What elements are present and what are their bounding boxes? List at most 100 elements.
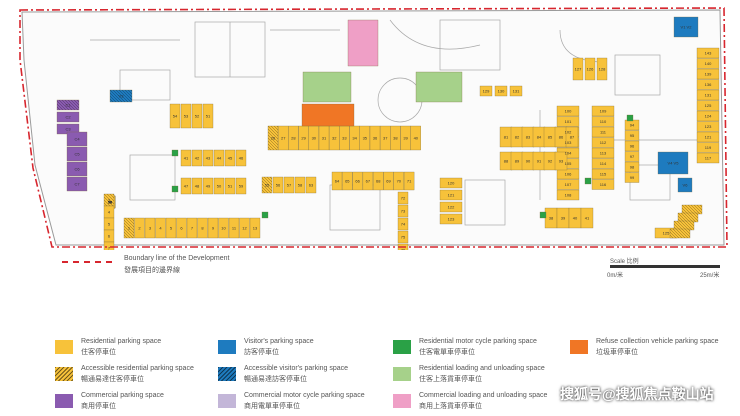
space-label: 12: [242, 226, 247, 231]
hatch-line: [684, 228, 691, 235]
residential-space: [696, 79, 720, 90]
residential-space: [272, 176, 284, 194]
hatch-line: [67, 99, 79, 111]
space-label: 7: [191, 226, 194, 231]
hatch-line: [115, 89, 129, 103]
residential-space: [439, 213, 463, 225]
space-label: 28: [291, 136, 296, 141]
space-label: 30: [312, 136, 317, 141]
space-label: 87: [570, 135, 575, 140]
residential-space: [202, 103, 214, 129]
space-label: 119: [705, 145, 712, 150]
space-label: 58: [108, 200, 113, 205]
residential-space: [342, 171, 353, 191]
space-label: 64: [335, 179, 340, 184]
space-label: 36: [373, 136, 378, 141]
residential-space: [624, 151, 640, 162]
legend-label-en: Commercial parking space: [81, 392, 164, 399]
space-label: C5: [74, 152, 80, 157]
space-label: 123: [448, 217, 455, 222]
residential-space: [410, 125, 421, 151]
space-label: 139: [705, 72, 712, 77]
hatch-line: [267, 140, 278, 151]
space-label: 6: [108, 234, 111, 239]
residential-motor-space: [261, 211, 269, 219]
residential-space: [165, 217, 177, 239]
residential-space: [591, 179, 615, 190]
space-label: 131: [705, 93, 712, 98]
hatch-line: [678, 228, 689, 239]
residential-space: [591, 158, 615, 169]
residential-space: [696, 110, 720, 122]
space-label: 53: [184, 114, 189, 119]
legend-label-en: Commercial motor cycle parking space: [244, 392, 365, 399]
residential-space: [397, 204, 409, 218]
legend-label-zh: 住客電單車停車位: [419, 349, 475, 356]
hatch-line: [269, 176, 273, 180]
space-label: 43: [206, 156, 211, 161]
residential-space: [591, 126, 615, 138]
hatch-line: [669, 234, 674, 239]
space-label: 76: [401, 248, 406, 250]
hatch-line: [123, 228, 134, 239]
hatch-line: [76, 99, 80, 103]
hatch-line: [677, 212, 688, 223]
hatch-line: [261, 180, 273, 192]
space-label: 104: [565, 151, 572, 156]
visitor-space: [657, 151, 689, 175]
residential-space: [556, 179, 580, 190]
space-label: 48: [195, 184, 200, 189]
visitor-space: [109, 89, 133, 103]
legend-swatch: [570, 340, 588, 354]
residential-space: [624, 130, 640, 141]
legend-swatch: [218, 367, 236, 381]
scale-title: Scale 比例: [610, 259, 639, 265]
space-label: C3: [65, 127, 71, 132]
legend-label-en: Accessible visitor's parking space: [244, 365, 349, 372]
residential-space: [383, 171, 394, 191]
residential-space: [390, 125, 401, 151]
residential-space: [249, 217, 261, 239]
legend-swatch: [393, 340, 411, 354]
residential-space: [155, 217, 166, 239]
space-label: 94: [630, 123, 635, 128]
residential-space: [624, 161, 640, 173]
residential-space: [224, 149, 236, 167]
space-label: 99: [630, 175, 635, 180]
watermark-text: 搜狐号@搜狐焦点鞍山站: [560, 386, 714, 402]
residential-space: [213, 177, 225, 195]
space-label: C7: [74, 182, 80, 187]
hatch-line: [112, 89, 126, 103]
space-label: 39: [403, 136, 408, 141]
space-label: 128: [599, 67, 606, 72]
residential-space: [197, 217, 208, 239]
commercial-space: [66, 161, 88, 177]
space-label: 9: [212, 226, 215, 231]
hatch-line: [267, 134, 279, 146]
residential-space: [235, 177, 247, 195]
hatch-line: [261, 186, 269, 194]
space-label: 11: [232, 226, 237, 231]
scale-track: [610, 265, 720, 268]
space-label: 26: [271, 136, 276, 141]
residential-space: [494, 85, 508, 97]
hatch-line: [696, 204, 703, 211]
space-label: 102: [565, 130, 572, 135]
hatch-line: [130, 217, 135, 222]
hatch-line: [263, 176, 273, 186]
legend-swatch: [393, 394, 411, 408]
hatch-line: [267, 125, 279, 137]
visitor-space: [673, 16, 699, 38]
residential-space: [403, 171, 415, 191]
visitor-space: [677, 177, 693, 193]
hatch-line: [103, 193, 115, 205]
space-label: 136: [705, 82, 712, 87]
residential-space: [352, 171, 363, 191]
boundary-line-sample: [62, 261, 112, 263]
legend-swatch: [55, 340, 73, 354]
residential-space: [294, 176, 306, 194]
space-label: 103: [565, 140, 572, 145]
